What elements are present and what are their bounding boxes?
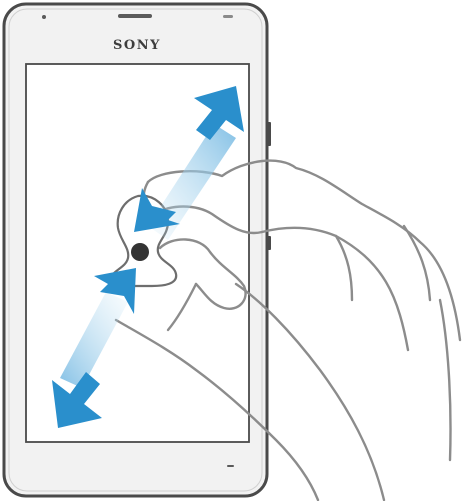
- upper-arrow-head-icon: [194, 86, 244, 140]
- brand-logo: SONY: [113, 38, 161, 53]
- lower-arrow-head-icon: [52, 372, 102, 428]
- front-camera-icon: [42, 15, 46, 19]
- lower-arrow-trail: [60, 292, 128, 388]
- phone-inner-edge: [8, 8, 263, 492]
- lower-arrow: [52, 268, 136, 428]
- power-button: [267, 122, 271, 146]
- touch-point-icon: [131, 243, 149, 261]
- proximity-sensor: [223, 15, 233, 18]
- upper-arrow: [134, 86, 244, 240]
- upper-arrow-tail-icon: [134, 188, 180, 232]
- earpiece-speaker: [118, 14, 152, 18]
- volume-button: [267, 236, 271, 250]
- lower-arrow-tail-icon: [94, 268, 136, 314]
